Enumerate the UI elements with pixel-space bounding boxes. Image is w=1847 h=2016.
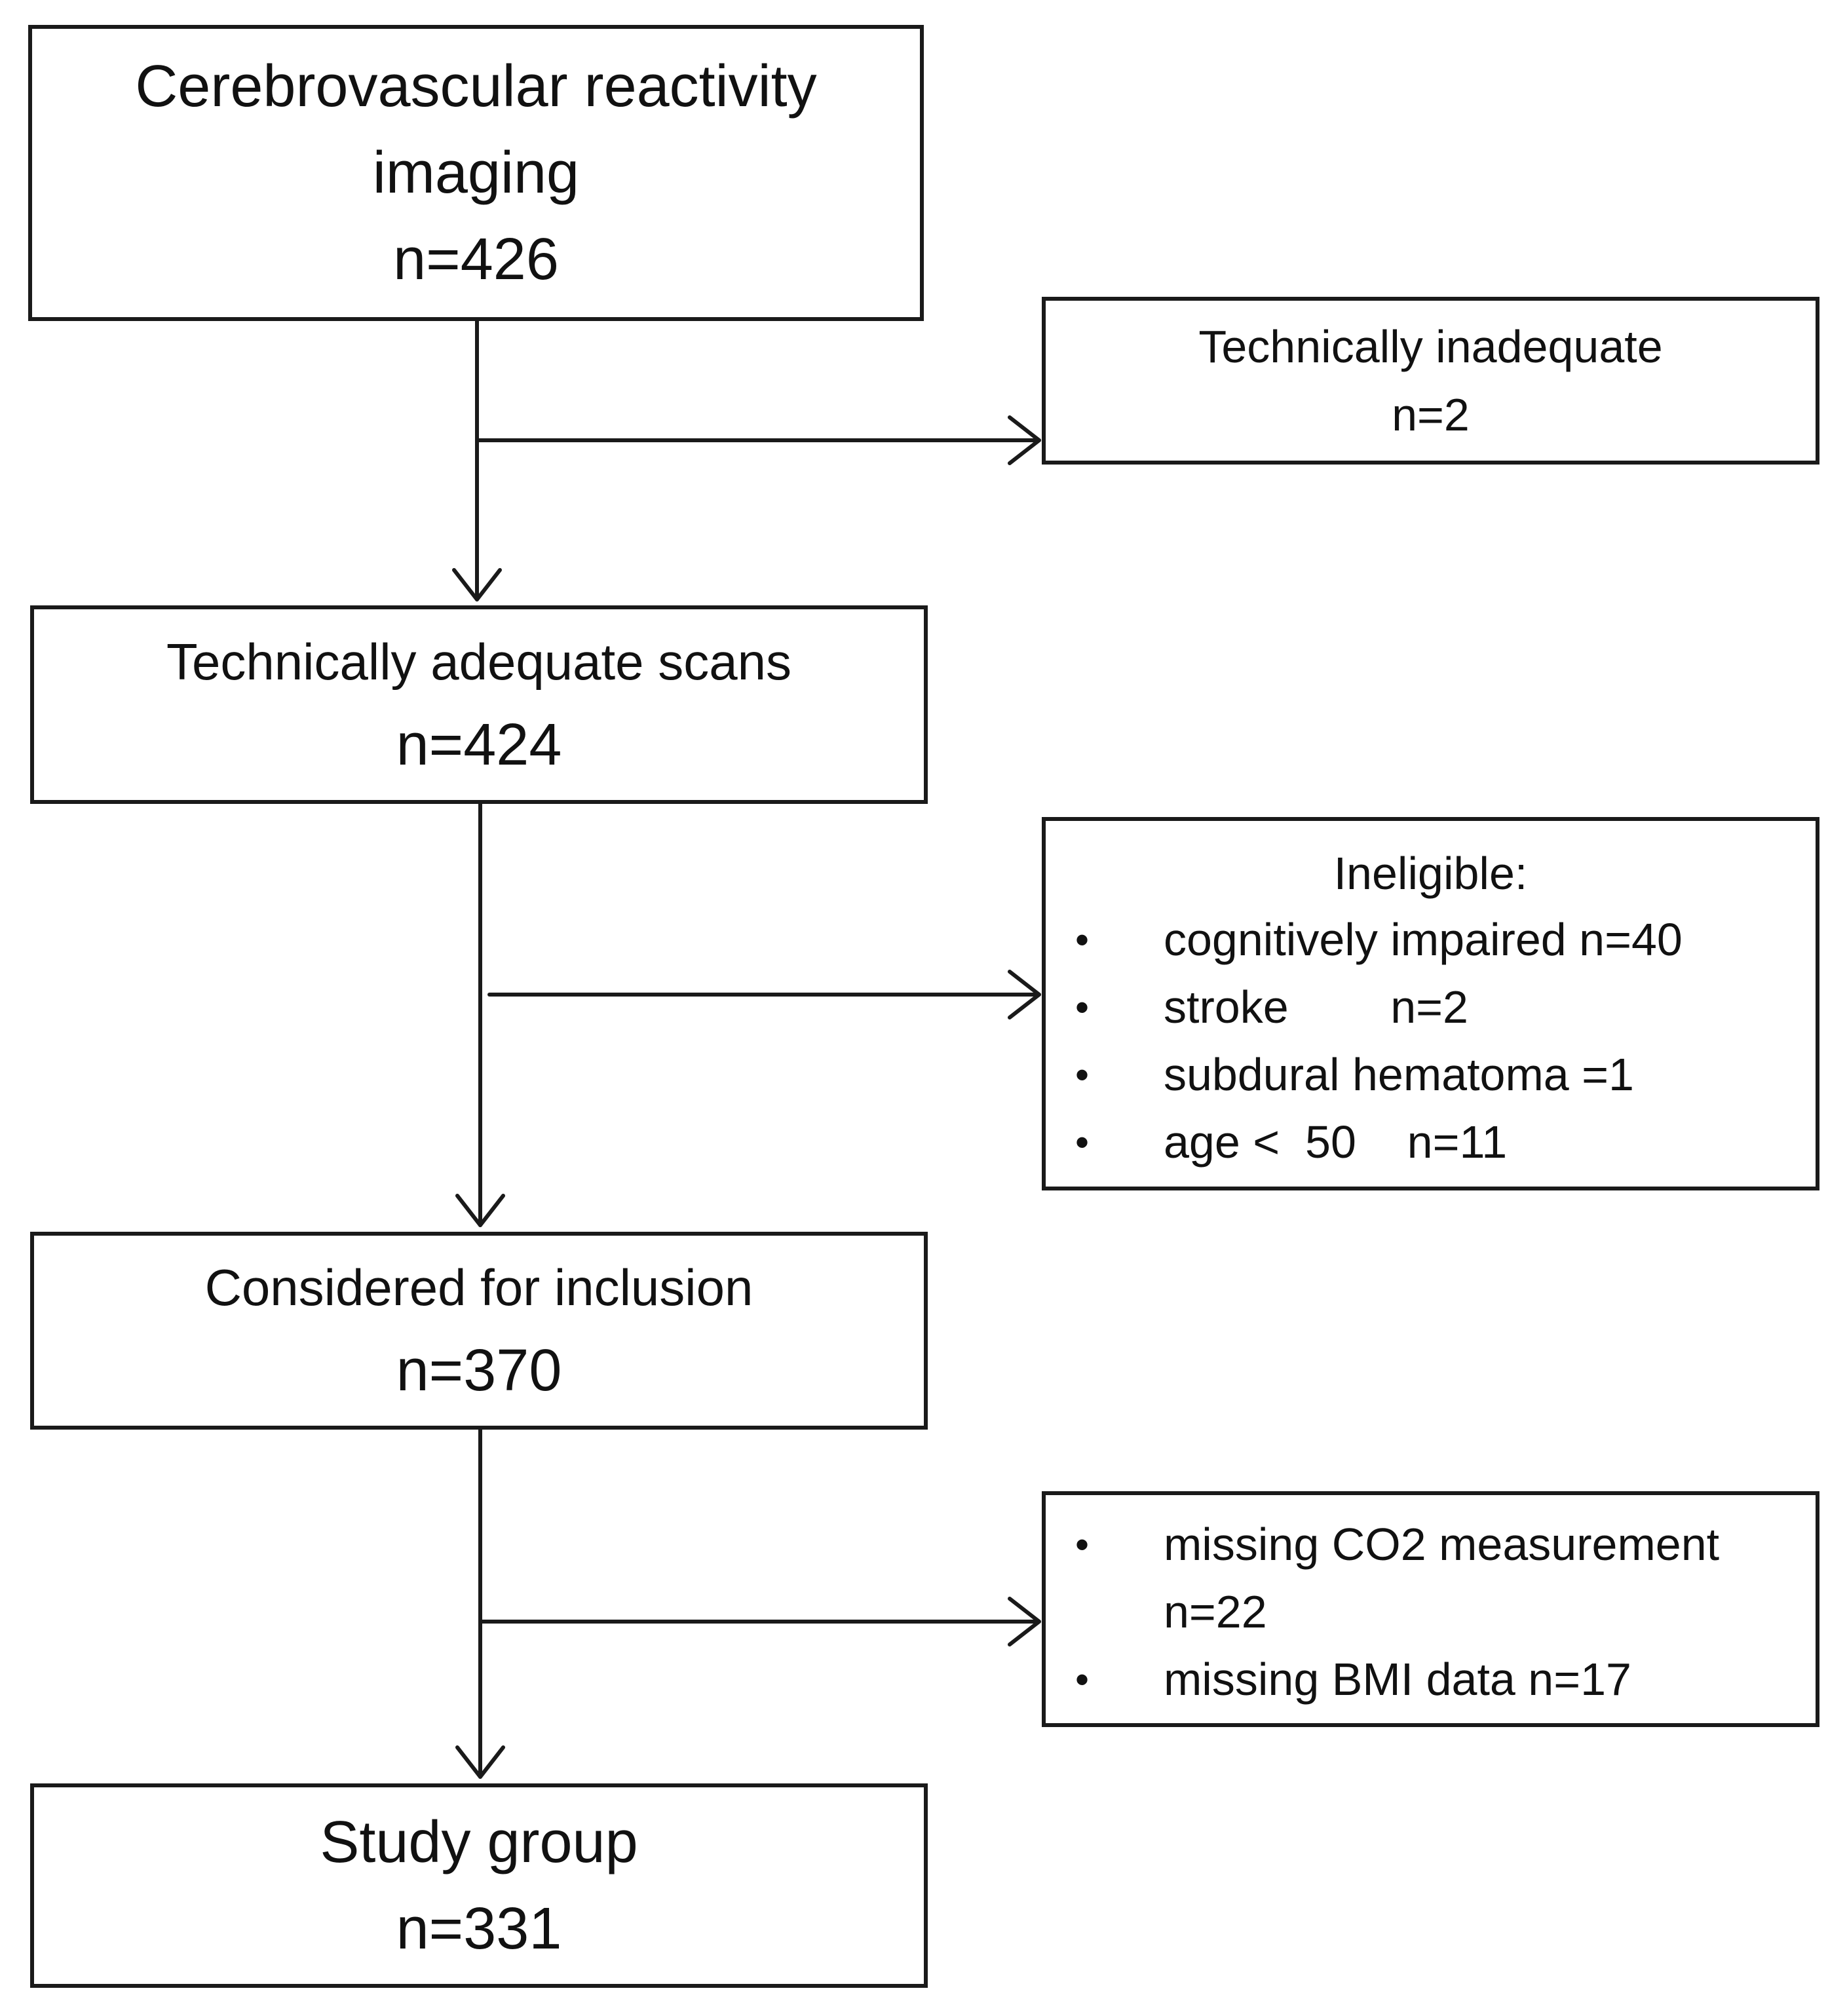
- bullet-icon: •: [1075, 1523, 1090, 1567]
- ineligible-item-age: age < 50 n=11: [1164, 1116, 1508, 1168]
- adequate-scans-box: Technically adequate scans n=424: [30, 605, 928, 804]
- ineligible-title: Ineligible:: [1333, 848, 1528, 899]
- missing-data-box: • missing CO2 measurement n=22 • missing B…: [1042, 1491, 1819, 1727]
- arrowhead-ineligible: [1008, 970, 1041, 1019]
- list-item: • subdural hematoma =1: [1046, 1041, 1816, 1109]
- arrowhead-considered: [455, 1194, 505, 1227]
- list-item: • cognitively impaired n=40: [1046, 906, 1816, 974]
- considered-count: n=370: [396, 1338, 562, 1403]
- study-group-label: Study group: [320, 1810, 638, 1875]
- considered-label: Considered for inclusion: [204, 1259, 753, 1316]
- study-group-box: Study group n=331: [30, 1783, 928, 1988]
- ineligible-item-stroke: stroke n=2: [1164, 981, 1468, 1033]
- list-item: • age < 50 n=11: [1046, 1109, 1816, 1176]
- bullet-icon: •: [1075, 1658, 1090, 1702]
- arrowhead-study-group: [455, 1745, 505, 1779]
- ineligible-box: Ineligible: • cognitively impaired n=40 •…: [1042, 817, 1819, 1190]
- ineligible-list: • cognitively impaired n=40 • stroke n=2 •…: [1046, 906, 1816, 1176]
- list-item: • missing BMI data n=17: [1046, 1646, 1816, 1713]
- initial-line-2: imaging: [372, 140, 580, 206]
- ineligible-item-hematoma: subdural hematoma =1: [1164, 1049, 1634, 1100]
- missing-item-co2: missing CO2 measurement n=22: [1164, 1519, 1720, 1637]
- considered-box: Considered for inclusion n=370: [30, 1232, 928, 1430]
- adequate-scans-label: Technically adequate scans: [166, 632, 791, 691]
- arrowhead-adequate: [452, 568, 502, 601]
- arrowhead-missing-data: [1008, 1597, 1041, 1646]
- technically-inadequate-count: n=2: [1392, 389, 1470, 440]
- missing-data-list: • missing CO2 measurement n=22 • missing B…: [1046, 1511, 1816, 1713]
- bullet-icon: •: [1075, 985, 1090, 1029]
- technically-inadequate-box: Technically inadequate n=2: [1042, 297, 1819, 465]
- initial-line-1: Cerebrovascular reactivity: [135, 54, 817, 119]
- bullet-icon: •: [1075, 918, 1090, 962]
- bullet-icon: •: [1075, 1053, 1090, 1097]
- arrowhead-technically-inadequate: [1008, 415, 1041, 465]
- bullet-icon: •: [1075, 1120, 1090, 1164]
- adequate-scans-count: n=424: [396, 712, 562, 778]
- list-item: • missing CO2 measurement n=22: [1046, 1511, 1816, 1646]
- initial-box: Cerebrovascular reactivity imaging n=426: [28, 25, 924, 321]
- initial-count: n=426: [393, 227, 559, 292]
- missing-item-bmi: missing BMI data n=17: [1164, 1654, 1631, 1705]
- study-group-count: n=331: [396, 1896, 562, 1962]
- technically-inadequate-label: Technically inadequate: [1198, 321, 1663, 372]
- ineligible-item-cognitive: cognitively impaired n=40: [1164, 914, 1683, 965]
- list-item: • stroke n=2: [1046, 974, 1816, 1041]
